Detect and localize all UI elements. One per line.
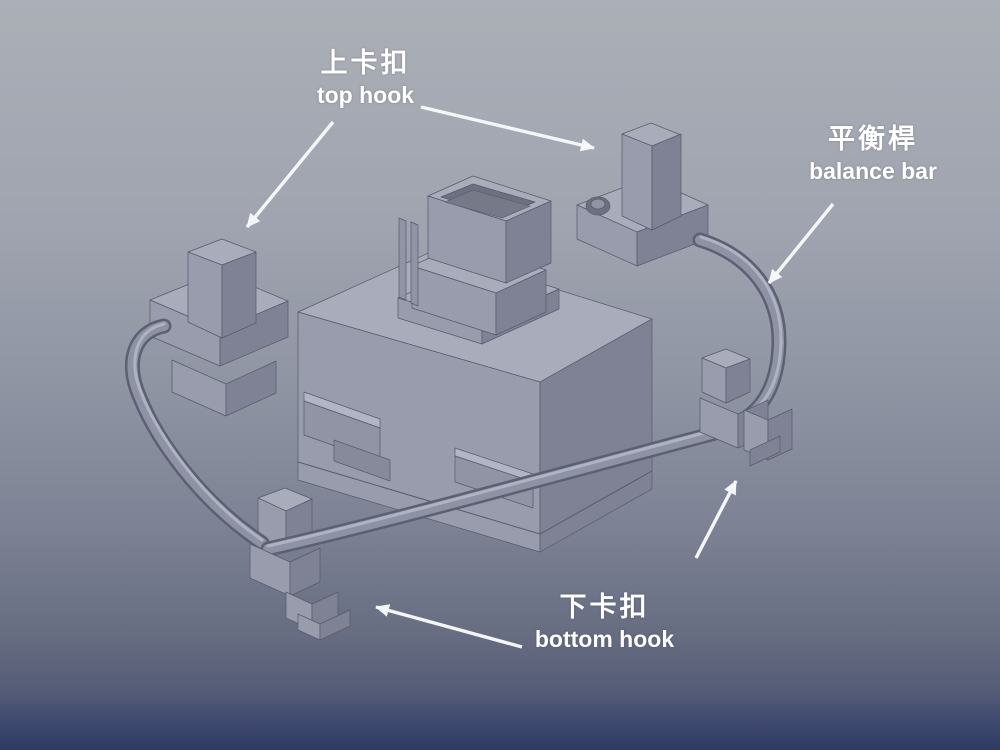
arrow-bottom-hook-to-right-clip	[694, 480, 738, 559]
switch-stem	[397, 175, 560, 345]
annotation-arrows	[245, 105, 835, 649]
arrow-balance-bar	[767, 202, 835, 285]
bottom-hook-right	[699, 397, 793, 467]
arrow-bottom-hook-to-left-clip	[375, 604, 523, 649]
label-bottom-hook: 下卡扣 bottom hook	[512, 590, 697, 654]
stem-rib	[398, 217, 407, 301]
arrow-top-hook-to-left-post	[245, 120, 335, 229]
top-hook-label-en: top hook	[316, 82, 415, 108]
balance-bar-label-en: balance bar	[809, 158, 937, 184]
bottom-hook-right-back	[701, 348, 751, 404]
top-hook-right-post	[576, 122, 709, 267]
top-hook-left-post	[149, 238, 289, 417]
label-balance-bar: 平衡桿 balance bar	[788, 122, 958, 186]
arrow-top-hook-to-right-post	[420, 105, 595, 152]
bottom-hook-label-en: bottom hook	[534, 626, 675, 652]
bottom-hook-left	[249, 543, 351, 641]
stem-rib	[410, 221, 419, 307]
balance-bar-wire	[125, 232, 787, 557]
bottom-hook-label-zh: 下卡扣	[559, 592, 650, 622]
top-hook-label-zh: 上卡扣	[320, 48, 411, 78]
balance-bar-label-zh: 平衡桿	[828, 124, 918, 154]
label-top-hook: 上卡扣 top hook	[278, 46, 453, 110]
